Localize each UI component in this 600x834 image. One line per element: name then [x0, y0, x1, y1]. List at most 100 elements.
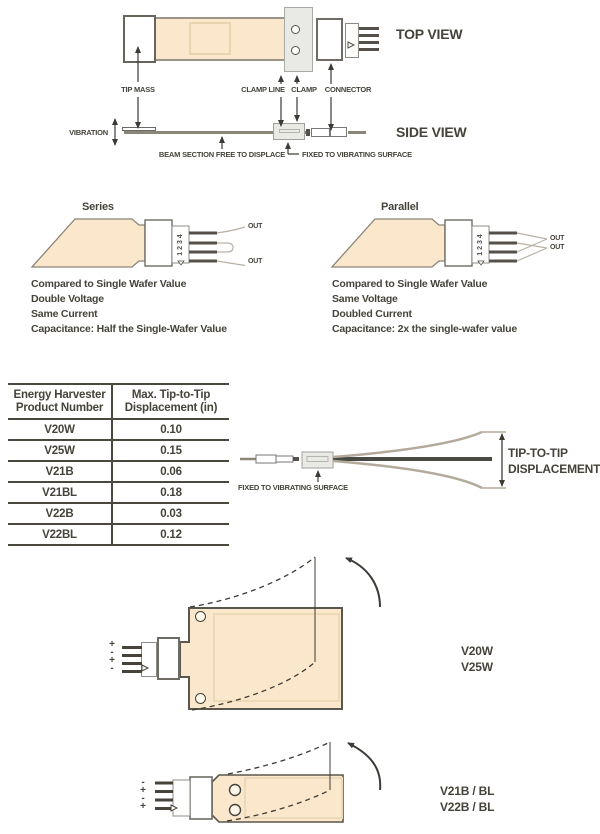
- wide-pin-sign-2: -: [110, 647, 114, 658]
- parallel-title: Parallel: [381, 201, 419, 213]
- product-cell: V21B: [8, 461, 113, 483]
- top-view-wafer-outline: [189, 22, 231, 55]
- top-view-connector: [316, 18, 343, 61]
- top-view-pin-3: [359, 41, 379, 44]
- top-view-pin-housing: [345, 23, 359, 58]
- displacement-cell: 0.12: [112, 524, 229, 546]
- series-out-top: OUT: [248, 223, 263, 230]
- series-wire-bottom: [216, 260, 246, 267]
- parallel-out-top: OUT: [550, 235, 565, 242]
- parallel-wire-3: [516, 238, 548, 253]
- parallel-out-bottom: OUT: [550, 244, 565, 251]
- side-view-beam: [124, 131, 306, 134]
- wide-rotation-arrow-icon: [345, 557, 381, 608]
- tip-connector-tip: [255, 454, 277, 464]
- narrow-pin-housing: [172, 779, 191, 817]
- tip-clamp-slot: [306, 456, 329, 462]
- wide-mount-step: [179, 641, 190, 678]
- overview-arrows: [112, 41, 356, 155]
- parallel-beam: [330, 218, 446, 268]
- series-notes: Compared to Single Wafer Value Double Vo…: [31, 277, 227, 337]
- wide-connector: [157, 637, 180, 680]
- wide-bend-overlay: [141, 556, 381, 711]
- tip-beam: [333, 457, 492, 461]
- top-view-tip-mass: [123, 15, 156, 63]
- wide-pin-3: [122, 662, 142, 665]
- top-view-clamp-hole-1: [291, 25, 300, 34]
- wide-polarity-triangle-icon: [141, 664, 150, 672]
- top-view-clamp-hole-2: [291, 46, 300, 55]
- parallel-pin-numbers: 1 2 3 4: [477, 234, 484, 256]
- parallel-notes: Compared to Single Wafer Value Same Volt…: [332, 277, 517, 337]
- displacement-cell: 0.18: [112, 482, 229, 504]
- wide-pin-4: [122, 670, 142, 673]
- tip-label-line2: DISPLACEMENT: [508, 462, 600, 476]
- col-displacement-header: Max. Tip-to-Tip Displacement (in): [112, 383, 229, 420]
- series-out-bottom: OUT: [248, 258, 263, 265]
- side-view-title: SIDE VIEW: [396, 124, 467, 140]
- top-view-polarity-triangle-icon: [347, 41, 356, 49]
- series-wire-top: [216, 226, 246, 234]
- side-view-connector-tip: [330, 127, 347, 137]
- side-view-clamp: [273, 123, 305, 140]
- series-title: Series: [82, 201, 114, 213]
- clamp-line-label: CLAMP LINE: [241, 85, 285, 94]
- connector-label: CONNECTOR: [324, 85, 372, 94]
- wide-pin-sign-4: -: [110, 663, 114, 674]
- series-connector: [144, 219, 173, 267]
- side-view-connector-body: [311, 128, 330, 137]
- parallel-note: Same Voltage: [332, 293, 398, 305]
- tip-fixed-label: FIXED TO VIBRATING SURFACE: [238, 483, 348, 492]
- narrow-wafer-outline: [244, 777, 343, 819]
- parallel-diagram: 1 2 3 4: [330, 218, 548, 268]
- wide-hole-top: [195, 611, 206, 622]
- col-product-header: Energy Harvester Product Number: [8, 383, 113, 420]
- wide-pin-sign-1: +: [109, 639, 115, 650]
- series-note: Compared to Single Wafer Value: [31, 278, 187, 290]
- narrow-dashed-curve-bottom: [226, 789, 331, 822]
- parallel-note: Capacitance: 2x the single-wafer value: [332, 323, 517, 335]
- narrow-pin-sign-2: +: [140, 785, 146, 796]
- top-view-title: TOP VIEW: [396, 26, 463, 42]
- displacement-table: Energy Harvester Product Number Max. Tip…: [8, 383, 229, 546]
- parallel-connector: [444, 219, 473, 267]
- series-pins: [189, 231, 217, 263]
- product-cell: V22B: [8, 503, 113, 525]
- wide-pin-2: [122, 654, 142, 657]
- series-note: Same Current: [31, 308, 98, 320]
- product-cell: V20W: [8, 419, 113, 441]
- wide-dashed-curve-bottom: [191, 661, 316, 711]
- narrow-hole-bottom: [228, 803, 242, 817]
- top-view-pin-2: [359, 34, 379, 37]
- displacement-cell: 0.15: [112, 440, 229, 462]
- wide-dashed-curve-top: [189, 556, 316, 608]
- side-view-connector-stub: [306, 129, 310, 136]
- header-line: Displacement (in): [124, 401, 218, 414]
- beam-free-label: BEAM SECTION FREE TO DISPLACE: [158, 150, 286, 159]
- displacement-cell: 0.06: [112, 461, 229, 483]
- wide-model-1: V20W: [461, 644, 493, 658]
- narrow-bend-diagram: [155, 741, 382, 823]
- tip-displacement-diagram: [240, 430, 506, 490]
- narrow-pin-sign-1: -: [141, 777, 145, 788]
- side-view-clamp-slot: [279, 129, 300, 133]
- displacement-cell: 0.03: [112, 503, 229, 525]
- tip-label-line1: TIP-TO-TIP: [508, 446, 568, 460]
- series-polarity-triangle-icon: [177, 260, 185, 266]
- top-view-pin-1: [359, 27, 379, 30]
- parallel-polarity-triangle-icon: [477, 260, 485, 266]
- series-diagram: 1 2 3 4: [30, 218, 246, 268]
- wide-pin-1: [122, 646, 142, 649]
- top-view-clamp: [284, 7, 313, 72]
- series-note: Double Voltage: [31, 293, 104, 305]
- narrow-model-1: V21B / BL: [440, 784, 495, 798]
- parallel-wire-4: [516, 247, 548, 262]
- narrow-rotation-arrow-icon: [347, 742, 382, 791]
- tip-connector-body: [275, 455, 294, 463]
